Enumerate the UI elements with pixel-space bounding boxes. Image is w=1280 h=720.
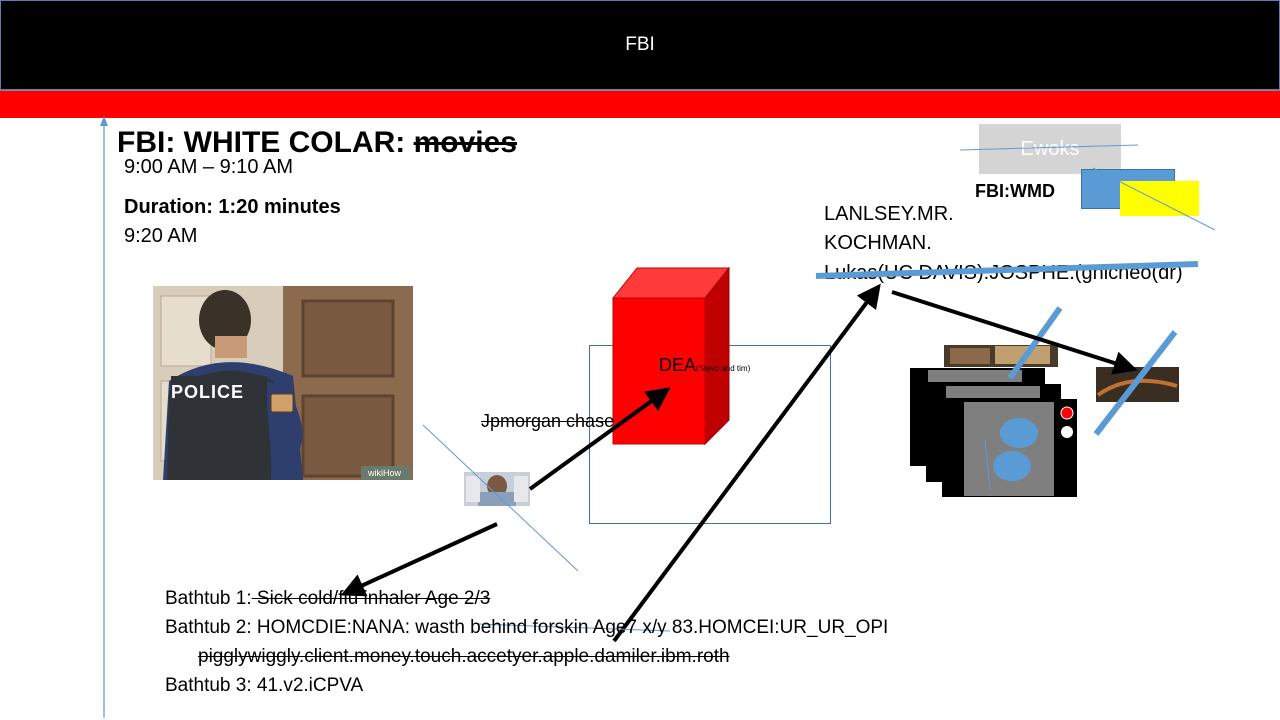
thin-diagonal-line (422, 424, 579, 572)
time-range: 9:00 AM – 9:10 AM (124, 156, 293, 178)
arrow-names-to-photo (891, 290, 1138, 375)
police-patch-text: POLICE (171, 382, 245, 402)
nature-photo-top (944, 345, 1058, 367)
ewoks-label: Ewoks (1020, 138, 1080, 160)
vertical-axis-arrowhead (100, 116, 108, 126)
police-officer-image: POLICE wikiHow (153, 286, 413, 480)
fbi-wmd-label: FBI:WMD (975, 181, 1055, 201)
bathtub-3-line: Bathtub 3: 41.v2.iCPVA (165, 675, 364, 696)
diagonal-line-right (1092, 167, 1216, 231)
slide-stack-icon (910, 368, 1077, 497)
wikihow-watermark: wikiHow (368, 468, 402, 478)
name-line-2: KOCHMAN. (824, 232, 932, 254)
name-strike-line (815, 261, 1199, 279)
bathtub-1-line: Bathtub 1: Sick cold/flu inhaler Age 2/3 (165, 588, 490, 610)
bathtub2-partial-strike (477, 623, 671, 632)
dea-subtext: (Stevo and tim) (696, 364, 751, 373)
small-photo-thumbnail (464, 472, 530, 506)
bathtub-1-label: Bathtub 1: (165, 588, 252, 609)
bathtub-2-line: Bathtub 2: HOMCDIE:NANA: wasth behind fo… (165, 617, 889, 638)
bathtub-2-continuation: pigglywiggly.client.money.touch.accetyer… (198, 646, 730, 667)
time-end: 9:20 AM (124, 225, 198, 247)
ewoks-strike-line (959, 144, 1139, 151)
dea-label: DEA(Stevo and tim) (659, 355, 750, 376)
duration-text: Duration: 1:20 minutes (124, 196, 341, 218)
blue-slash-1 (1007, 306, 1063, 380)
dea-text: DEA (659, 355, 697, 375)
header-bar (0, 0, 1280, 90)
slide-title: FBI: WHITE COLAR: movies (117, 126, 517, 160)
name-line-1: LANLSEY.MR. (824, 203, 954, 225)
arrow-bathtub2-to-names (612, 283, 881, 643)
slide-title-main: FBI: WHITE COLAR: (117, 126, 414, 159)
header-title: FBI (625, 34, 655, 55)
blue-slash-2 (1093, 330, 1178, 436)
jpmorgan-label: Jpmorgan chase (481, 411, 615, 431)
red-divider-strip (0, 90, 1280, 118)
slide-title-struck: movies (413, 126, 518, 159)
arrow-photo-to-dea (528, 387, 671, 491)
arrow-photo-to-bathtub1 (340, 522, 498, 597)
yellow-rectangle (1120, 181, 1199, 216)
bathtub-1-struck: Sick cold/flu inhaler Age 2/3 (251, 588, 491, 609)
